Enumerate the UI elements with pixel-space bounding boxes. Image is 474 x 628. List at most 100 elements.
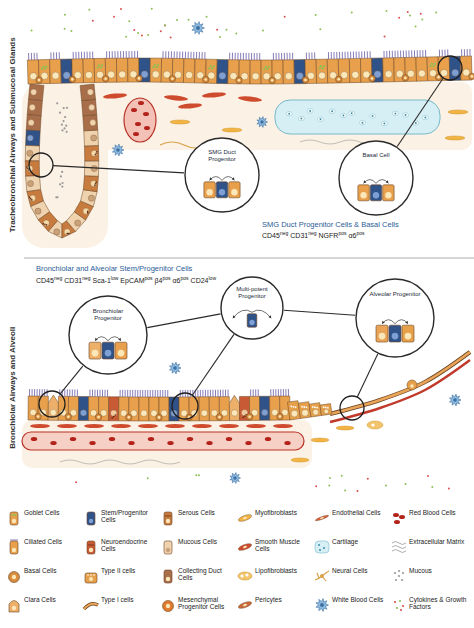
cell-nucleus	[90, 181, 96, 187]
cell-nucleus	[186, 71, 193, 78]
cytokine-dot	[133, 29, 135, 31]
cell-nucleus	[28, 120, 34, 126]
mini-nucleus	[379, 333, 386, 340]
chondrocyte	[383, 122, 385, 124]
cilium	[165, 51, 166, 58]
cilium	[225, 390, 226, 397]
cell-nucleus	[385, 71, 392, 78]
cilium	[171, 51, 172, 58]
ciliated-cell	[139, 397, 149, 421]
icon-droplet	[240, 574, 243, 577]
icon-nucleus	[12, 575, 16, 579]
cytokine-dot	[151, 8, 153, 10]
neuroendocrine-cell	[109, 397, 119, 421]
lamellar-body	[301, 406, 303, 408]
marker-name: CD45	[262, 232, 280, 239]
cell-granule	[30, 198, 32, 200]
icon-cell	[10, 512, 18, 525]
callout-label: Basal Cell	[349, 152, 402, 159]
cilium	[56, 52, 57, 59]
mucus-dot	[61, 182, 63, 184]
cilium	[134, 51, 135, 58]
cell-nucleus	[248, 416, 251, 419]
mini-cell	[102, 342, 114, 359]
wbc-nucleus	[320, 603, 324, 607]
mini-arrow	[395, 320, 408, 324]
icon-mucus	[402, 572, 404, 574]
basal-cell	[102, 76, 108, 82]
legend-icon	[83, 539, 99, 555]
cilium	[162, 390, 163, 397]
smooth-muscle-cell	[165, 424, 185, 428]
mini-nucleus	[231, 189, 237, 195]
collecting-duct-cell	[80, 84, 95, 101]
cell-nucleus	[52, 72, 59, 79]
cell-nucleus	[29, 195, 35, 201]
red-blood-cell	[143, 112, 149, 116]
cytokine-dot	[75, 481, 77, 483]
mucus-dot	[65, 125, 67, 127]
cell-nucleus	[318, 72, 325, 79]
cilium	[258, 389, 259, 396]
cell-nucleus	[63, 72, 70, 79]
callout-text-block: Alveolar Progenitor	[367, 291, 423, 298]
cilium	[439, 50, 440, 57]
cilium	[364, 51, 365, 58]
cell-granule	[111, 417, 113, 419]
cilium	[361, 51, 362, 58]
cilium	[237, 53, 238, 60]
red-blood-cell	[148, 437, 154, 441]
callout-outline	[339, 141, 413, 215]
cilium	[155, 390, 156, 397]
mucus-dot	[59, 183, 61, 185]
legend-text: Pericytes	[255, 596, 313, 603]
mini-cell	[370, 185, 381, 201]
cell-nucleus	[104, 77, 107, 80]
red-blood-cell	[89, 441, 95, 445]
basal-cell	[236, 77, 242, 83]
mucin-granule	[268, 66, 270, 68]
cilium	[196, 52, 197, 59]
mini-nucleus	[392, 333, 399, 340]
red-blood-cell	[265, 437, 271, 441]
wbc-nucleus	[173, 366, 177, 370]
cilium	[167, 390, 168, 397]
blood-vessel	[124, 98, 156, 142]
cell-nucleus	[64, 229, 70, 235]
cell-nucleus	[31, 89, 37, 95]
icon-granule	[90, 544, 91, 545]
icon-rbc	[393, 513, 399, 517]
chondrocyte	[351, 112, 353, 114]
wbc-nucleus	[453, 398, 457, 402]
lamellar-body	[290, 406, 292, 408]
cilium	[145, 390, 146, 397]
white-blood-cell	[230, 473, 241, 484]
cytokine-dot	[113, 16, 115, 18]
icon-mucus	[394, 572, 396, 574]
section-divider	[24, 258, 474, 259]
legend-text: Neural Cells	[332, 567, 390, 574]
arrow-head	[386, 180, 389, 183]
cilium	[309, 52, 310, 59]
red-blood-cell	[187, 437, 193, 441]
smooth-muscle-cell	[103, 93, 127, 100]
cilium	[417, 50, 418, 57]
mini-arrow	[364, 180, 376, 184]
cilium	[256, 53, 257, 60]
mini-arrow	[233, 310, 252, 318]
icon-cytokine	[396, 607, 398, 609]
basal-cell	[169, 76, 175, 82]
lamellar-body	[323, 406, 325, 408]
legend-item: Collecting Duct Cells	[160, 566, 236, 593]
callout-label: Alveolar Progenitor	[367, 291, 423, 298]
mucin-granule	[98, 64, 100, 66]
basal-cell	[402, 75, 408, 81]
cell-nucleus	[304, 79, 307, 82]
cilium	[285, 389, 286, 396]
legend-text: Ciliated Cells	[24, 538, 82, 545]
legend-text: Clara Cells	[24, 596, 82, 603]
basal-cell	[469, 73, 474, 79]
cytokine-dot	[137, 32, 139, 34]
smooth-muscle-cell	[238, 95, 262, 102]
chondrocyte	[309, 110, 311, 112]
